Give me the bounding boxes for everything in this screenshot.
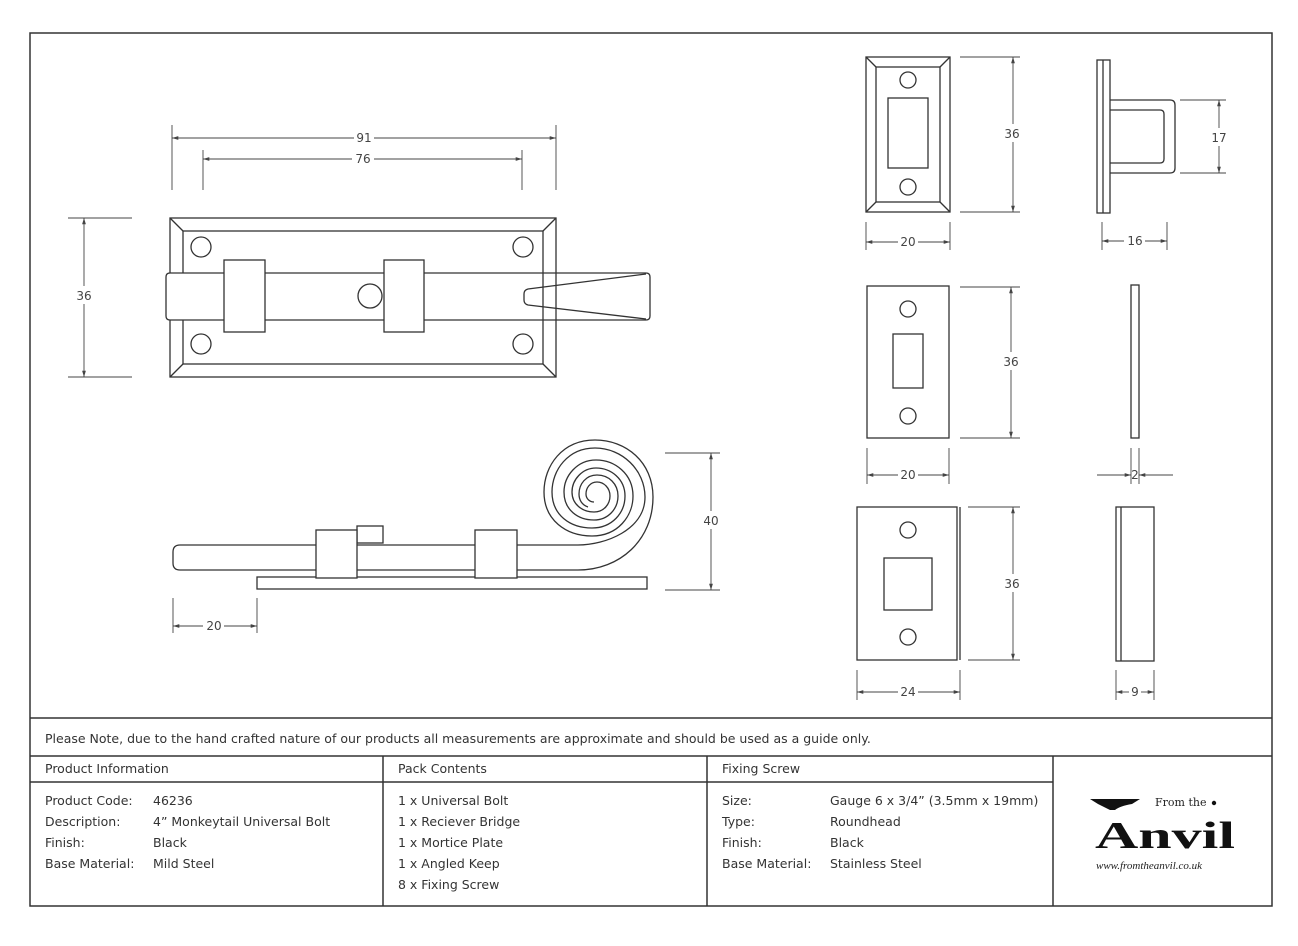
dimension-label: 36 [1004, 577, 1019, 591]
list-item: 1 x Reciever Bridge [398, 814, 521, 829]
base-material-row: Base Material: Stainless Steel [722, 856, 1038, 877]
dimension-76: 76 [202, 150, 523, 190]
dimension-24: 24 [856, 670, 961, 700]
dimension-91: 91 [171, 125, 557, 190]
dimension-40: 40 [665, 452, 720, 591]
value: Black [153, 835, 187, 850]
pack-contents-heading: Pack Contents [398, 761, 487, 776]
fixing-screw-heading: Fixing Screw [722, 761, 801, 776]
dimension-label: 36 [1003, 355, 1018, 369]
dimension-36-keep: 36 [968, 506, 1020, 661]
label: Description: [45, 814, 121, 829]
from-the-anvil-logo: From the Anvil www.fromtheanvil.co.uk [1090, 796, 1235, 872]
product-information-table: Product Code: 46236 Description: 4” Monkey… [45, 793, 330, 877]
dimension-20-bridge: 20 [865, 222, 951, 250]
label: Finish: [722, 835, 762, 850]
label: Base Material: [722, 856, 812, 871]
finish-row: Finish: Black [722, 835, 1038, 856]
pack-contents-list: 1 x Universal Bolt 1 x Reciever Bridge 1… [398, 793, 520, 898]
dimension-label: 20 [900, 235, 915, 249]
anvil-icon [1090, 799, 1140, 810]
mortice-plate-front [866, 285, 950, 439]
dimension-label: 20 [206, 619, 221, 633]
logo-name: Anvil [1095, 815, 1235, 857]
dimension-label: 20 [900, 468, 915, 482]
dimension-label: 91 [356, 131, 371, 145]
value: Black [830, 835, 864, 850]
dimension-36-mortice: 36 [960, 286, 1020, 439]
dimension-36-bridge: 36 [960, 56, 1020, 213]
label: Base Material: [45, 856, 135, 871]
list-item: 8 x Fixing Screw [398, 877, 500, 892]
dimension-17: 17 [1180, 99, 1227, 174]
product-code-row: Product Code: 46236 [45, 793, 330, 814]
bolt-side-view [172, 439, 654, 590]
drawing-frame [29, 32, 1273, 907]
value: Stainless Steel [830, 856, 922, 871]
list-item: 1 x Universal Bolt [398, 793, 509, 808]
list-item: 1 x Angled Keep [398, 856, 500, 871]
type-row: Type: Roundhead [722, 814, 1038, 835]
dimension-2: 2 [1097, 448, 1173, 484]
dimension-label: 24 [900, 685, 915, 699]
label: Product Code: [45, 793, 133, 808]
dimension-label: 36 [76, 289, 91, 303]
value: Gauge 6 x 3/4” (3.5mm x 19mm) [830, 793, 1039, 808]
dimension-label: 17 [1211, 131, 1226, 145]
product-information-heading: Product Information [45, 761, 169, 776]
angled-keep-side [1115, 506, 1155, 662]
value: Roundhead [830, 814, 901, 829]
receiver-bridge-front [865, 56, 951, 213]
size-row: Size: Gauge 6 x 3/4” (3.5mm x 19mm) [722, 793, 1038, 814]
label: Type: [722, 814, 755, 829]
description-row: Description: 4” Monkeytail Universal Bolt [45, 814, 330, 835]
value: 46236 [153, 793, 193, 808]
dimension-label: 36 [1004, 127, 1019, 141]
mortice-plate-side [1130, 284, 1140, 439]
list-item: 1 x Mortice Plate [398, 835, 504, 850]
dimension-label: 76 [355, 152, 370, 166]
value: Mild Steel [153, 856, 215, 871]
base-material-row: Base Material: Mild Steel [45, 856, 330, 877]
dimension-20-mortice: 20 [866, 448, 950, 484]
logo-from-the: From the [1155, 796, 1206, 809]
value: 4” Monkeytail Universal Bolt [153, 814, 331, 829]
fixing-screw-table: Size: Gauge 6 x 3/4” (3.5mm x 19mm) Type:… [722, 793, 1038, 877]
bolt-top-view [165, 217, 651, 378]
label: Size: [722, 793, 752, 808]
dimension-label: 2 [1131, 468, 1139, 482]
logo-url: www.fromtheanvil.co.uk [1096, 860, 1203, 872]
receiver-bridge-side [1096, 59, 1176, 214]
angled-keep-front [856, 506, 961, 661]
disclaimer-note: Please Note, due to the hand crafted nat… [45, 731, 871, 746]
dimension-label: 40 [703, 514, 718, 528]
label: Finish: [45, 835, 85, 850]
dimension-20-side: 20 [172, 598, 258, 633]
dimension-label: 16 [1127, 234, 1142, 248]
dimension-label: 9 [1131, 685, 1139, 699]
finish-row: Finish: Black [45, 835, 330, 856]
dimension-9: 9 [1115, 670, 1155, 700]
dimension-16: 16 [1101, 222, 1168, 250]
dimension-36-top: 36 [68, 217, 132, 378]
